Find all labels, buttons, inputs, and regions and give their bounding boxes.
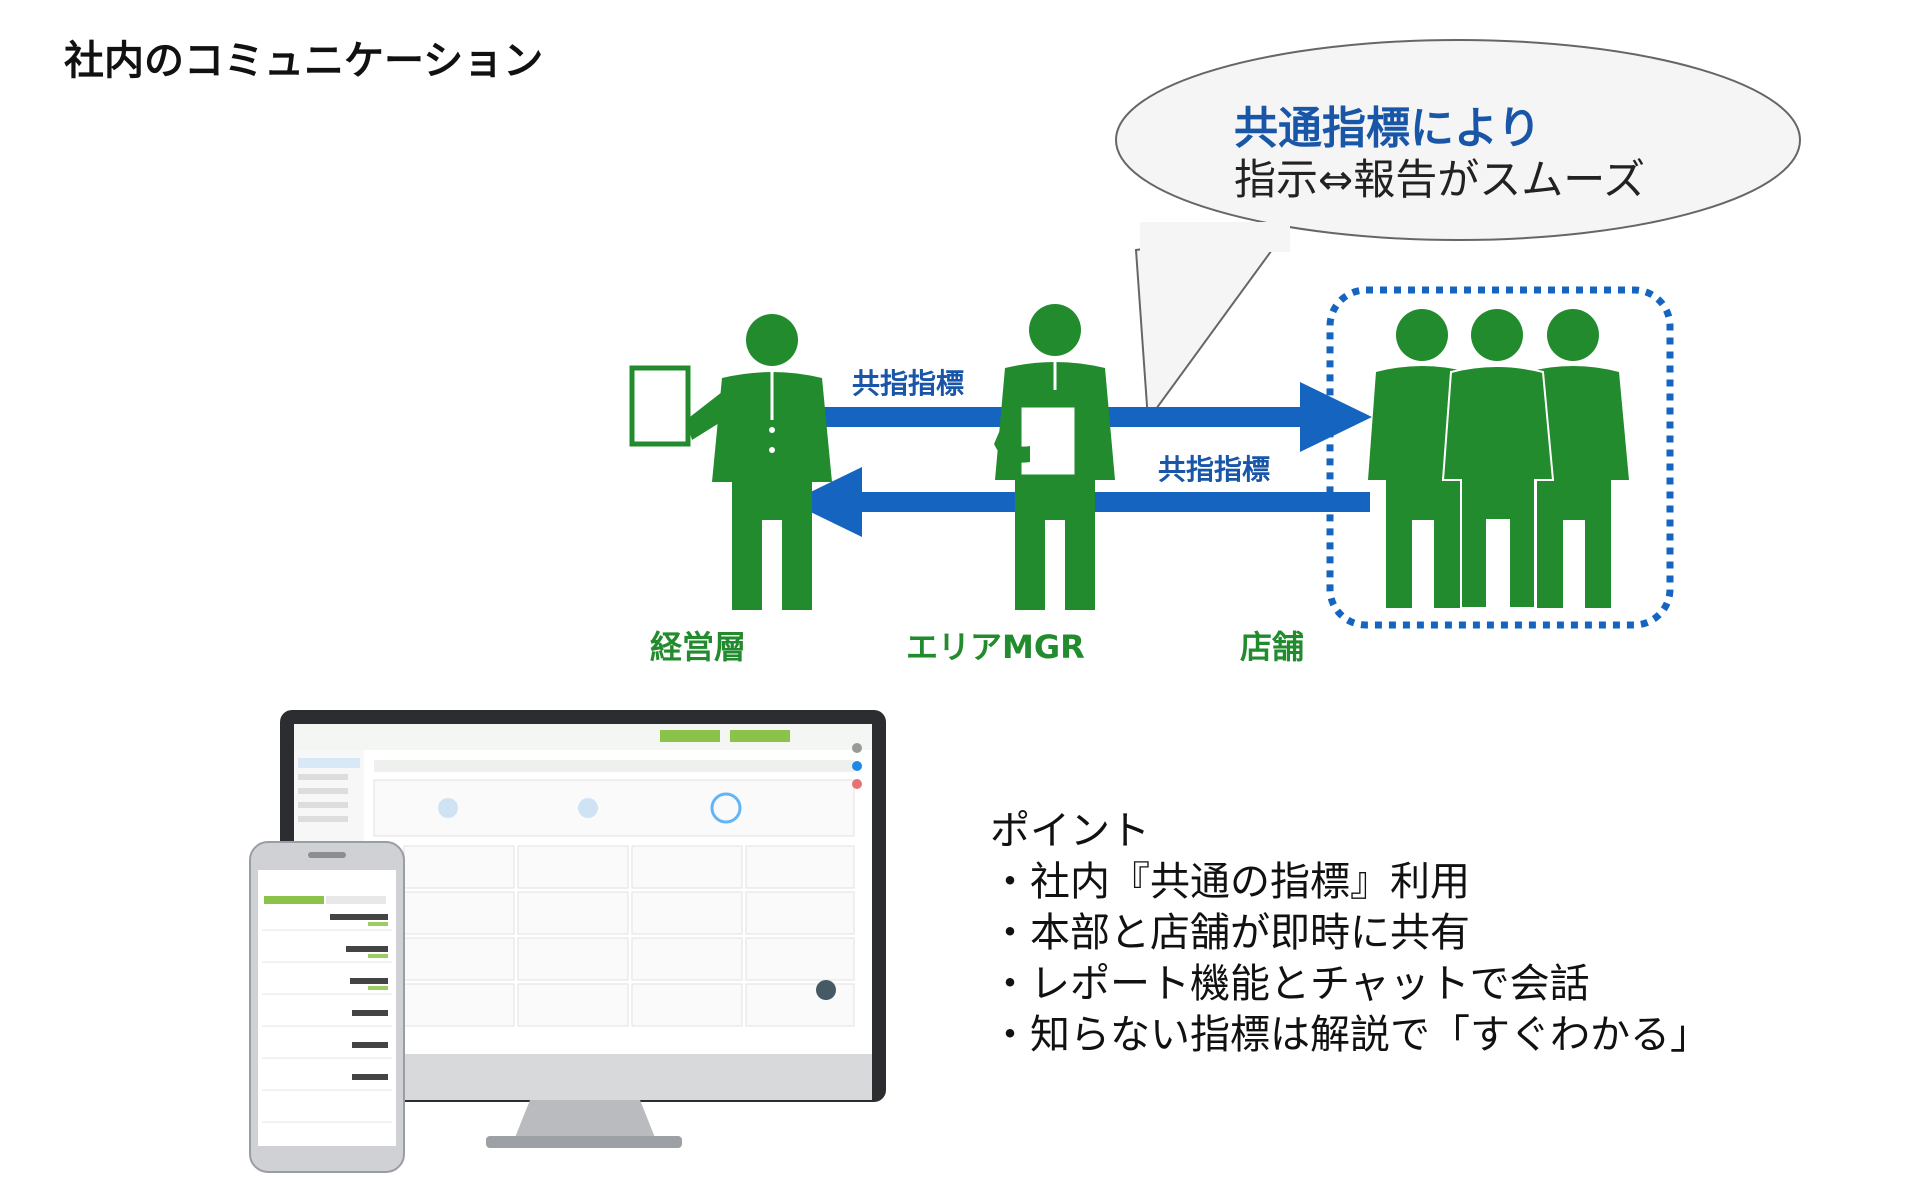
points-heading: ポイント bbox=[990, 808, 1150, 854]
store-staff-figure-icon bbox=[1368, 309, 1629, 609]
point-item: ・本部と店舗が即時に共有 bbox=[990, 910, 1470, 956]
point-item: ・レポート機能とチャットで会話 bbox=[990, 961, 1590, 1007]
area-manager-figure-icon bbox=[994, 304, 1115, 610]
arrow-label-top: 共指指標 bbox=[852, 367, 965, 400]
bubble-headline: 共通指標により bbox=[1234, 103, 1542, 154]
point-item: ・社内『共通の指標』利用 bbox=[990, 859, 1470, 905]
document-icon bbox=[629, 365, 691, 447]
role-label-area-mgr: エリアMGR bbox=[906, 628, 1085, 666]
role-label-management: 経営層 bbox=[650, 628, 747, 666]
points-list: ポイント ・社内『共通の指標』利用 ・本部と店舗が即時に共有 ・レポート機能とチ… bbox=[990, 806, 1710, 1061]
point-item: ・知らない指標は解説で「すぐわかる」 bbox=[990, 1012, 1710, 1058]
speech-bubble bbox=[1115, 39, 1801, 423]
smartphone-image bbox=[249, 841, 405, 1173]
bubble-subline: 指示⇔報告がスムーズ bbox=[1234, 155, 1646, 204]
arrow-label-bottom: 共指指標 bbox=[1158, 453, 1271, 486]
role-label-stores: 店舗 bbox=[1240, 628, 1305, 666]
page-title: 社内のコミュニケーション bbox=[64, 38, 544, 84]
desktop-monitor-image bbox=[280, 710, 886, 1148]
arrow-to-management bbox=[790, 467, 1370, 537]
management-figure-icon bbox=[686, 314, 832, 610]
